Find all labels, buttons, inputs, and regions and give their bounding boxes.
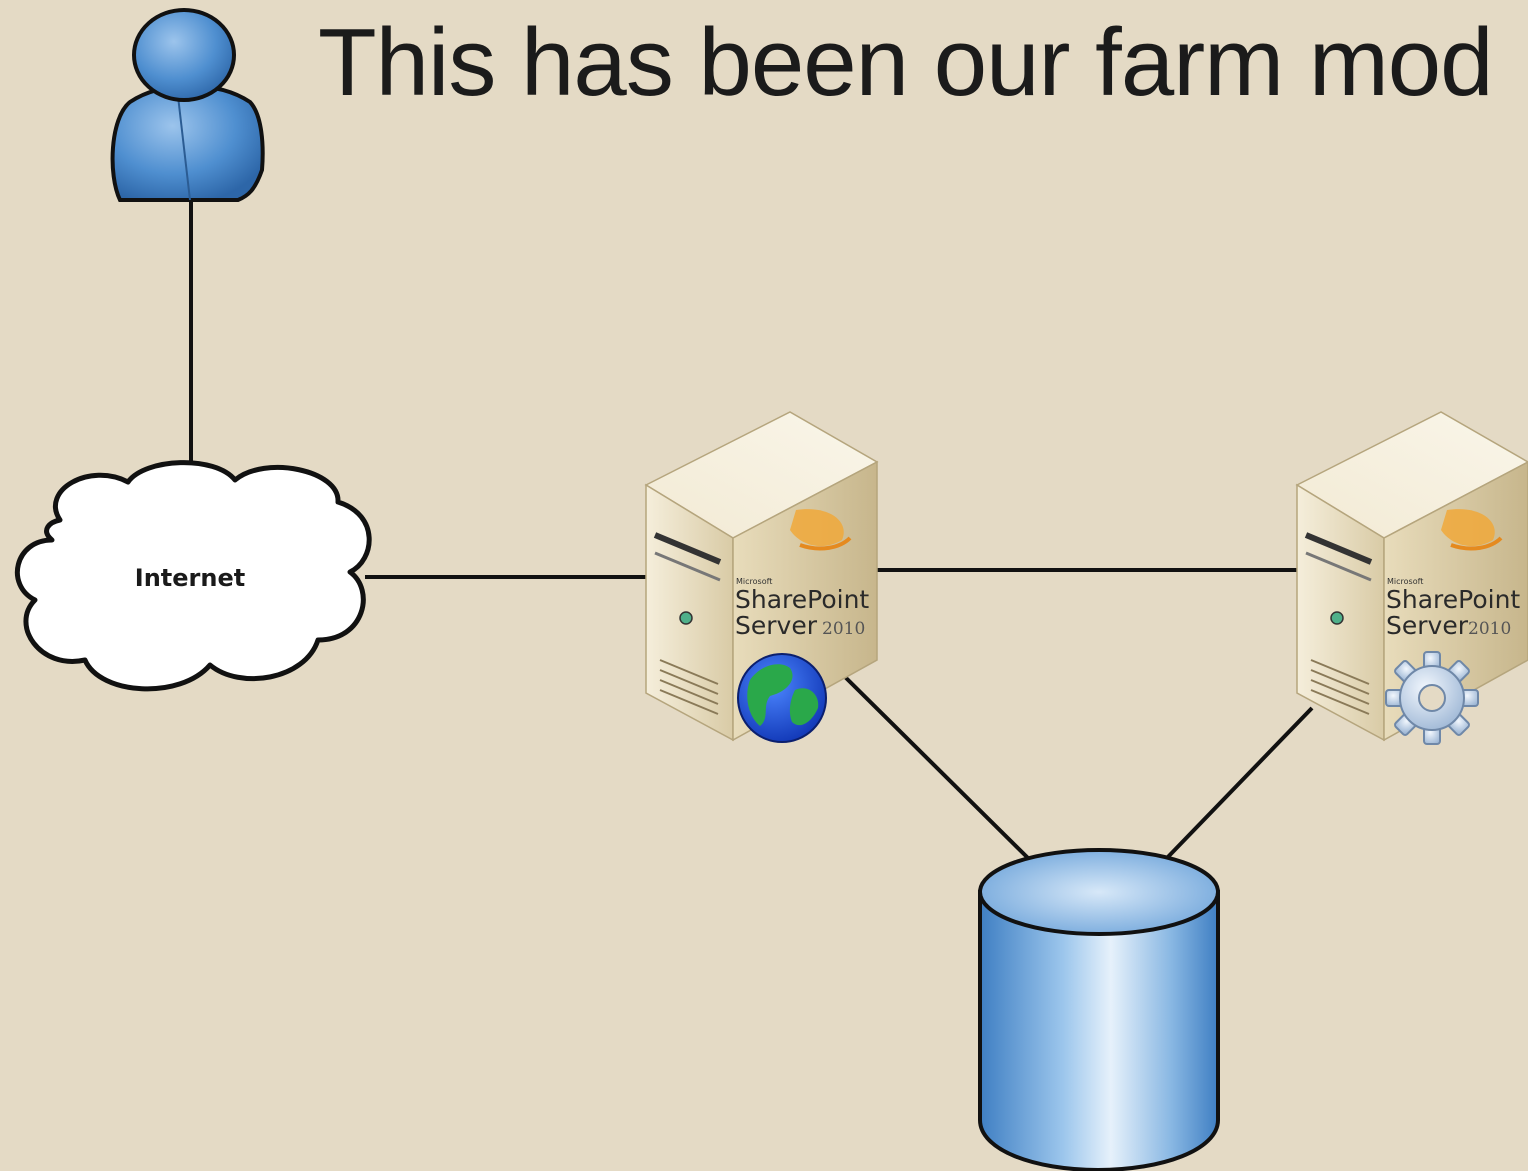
sharepoint-logo-mark [1441, 509, 1495, 547]
product-version: 2010 [1468, 619, 1511, 639]
globe-icon [737, 653, 827, 743]
brand-large: SharePoint [1386, 585, 1520, 614]
gear-icon [1385, 651, 1479, 745]
brand-small: Microsoft [1387, 577, 1423, 586]
app-server: Microsoft SharePoint Server 2010 [1295, 411, 1528, 745]
product-name: Server [1386, 611, 1469, 640]
sharepoint-logo-mark [790, 509, 844, 547]
product-name: Server [735, 611, 818, 640]
cloud-icon: Internet [15, 460, 372, 692]
slide-title: This has been our farm mod [318, 9, 1494, 116]
brand-small: Microsoft [736, 577, 772, 586]
appserver-database-link [1163, 706, 1314, 862]
user-icon [110, 8, 265, 202]
internet-label: Internet [135, 564, 245, 592]
web-server: Microsoft SharePoint Server 2010 [644, 411, 879, 743]
connectors [189, 195, 1314, 862]
webserver-database-link [836, 668, 1032, 862]
brand-large: SharePoint [735, 585, 869, 614]
database-icon [978, 848, 1220, 1171]
product-version: 2010 [822, 619, 865, 639]
